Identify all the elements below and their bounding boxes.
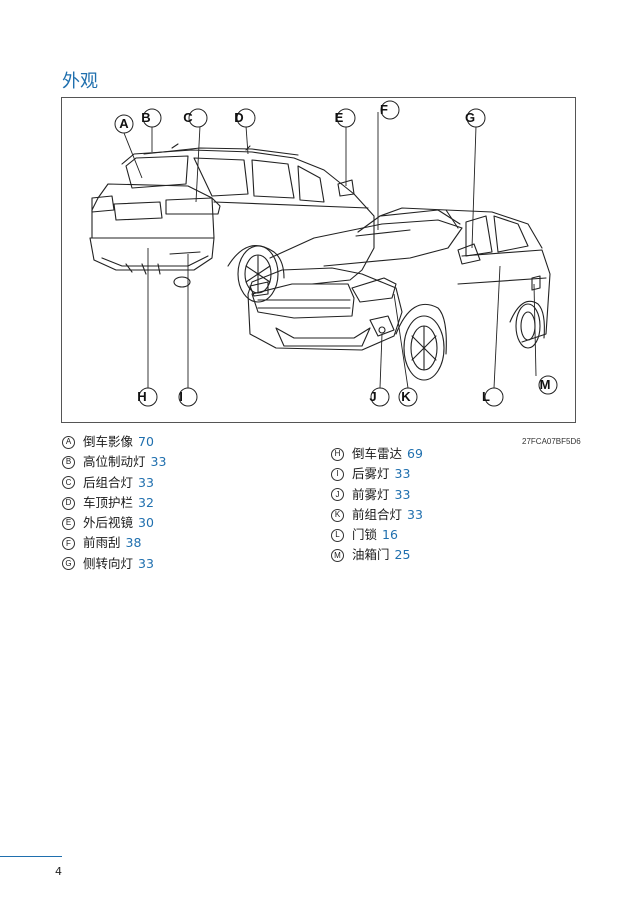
- callout-circles: [114, 100, 558, 407]
- legend-mark: L: [331, 528, 344, 542]
- legend-item-page[interactable]: 25: [394, 547, 411, 563]
- legend-item: A 倒车影像 70: [62, 432, 166, 452]
- legend-item-name: 前雾灯: [352, 486, 390, 502]
- front-view-car: [247, 207, 551, 381]
- legend-mark: I: [331, 467, 344, 481]
- legend-item-page[interactable]: 32: [138, 494, 154, 510]
- legend-item: H 倒车雷达 69: [331, 444, 423, 464]
- legend-mark: K: [331, 508, 344, 522]
- callout-j: J: [369, 389, 376, 404]
- legend-item-page[interactable]: 33: [407, 506, 423, 522]
- callout-b: B: [141, 110, 150, 125]
- legend-item-name: 外后视镜: [83, 515, 134, 531]
- callout-d: D: [234, 110, 243, 125]
- vehicle-illustration: A B C D E F G H I J K L M: [89, 100, 558, 407]
- page-number: 4: [55, 865, 62, 878]
- legend-item-name: 油箱门: [352, 547, 390, 563]
- legend-item-page[interactable]: 70: [138, 434, 154, 449]
- legend-mark: M: [331, 549, 344, 563]
- legend-item-name: 前雨刮: [83, 535, 121, 551]
- legend-mark: B: [62, 455, 75, 469]
- figure-code: 27FCA07BF5D6: [522, 437, 581, 446]
- legend-item-page[interactable]: 30: [138, 515, 154, 531]
- legend-item-name: 倒车雷达: [352, 446, 403, 461]
- callout-m: M: [540, 377, 551, 392]
- legend-item-name: 门锁: [352, 527, 378, 543]
- callout-k: K: [401, 389, 411, 404]
- legend-mark: C: [62, 476, 75, 490]
- legend-item-page[interactable]: 38: [125, 535, 142, 551]
- legend-item-page[interactable]: 33: [394, 466, 411, 482]
- rear-view-car: [89, 143, 375, 303]
- footer-rule: [0, 856, 62, 857]
- legend-item-page[interactable]: 33: [394, 486, 411, 502]
- legend-item-name: 前组合灯: [352, 506, 403, 522]
- callout-g: G: [465, 110, 475, 125]
- legend-item-page[interactable]: 69: [407, 446, 423, 461]
- callout-h: H: [137, 389, 146, 404]
- legend-item-name: 倒车影像: [83, 434, 134, 449]
- legend-mark: A: [62, 435, 75, 449]
- legend-item-name: 后雾灯: [352, 466, 390, 482]
- legend-mark: H: [331, 447, 344, 461]
- legend-item-page[interactable]: 33: [150, 454, 167, 470]
- legend-mark: G: [62, 557, 75, 571]
- callout-c: C: [183, 110, 193, 125]
- callout-labels: A B C D E F G H I J K L M: [119, 102, 550, 404]
- legend-mark: F: [62, 537, 75, 551]
- callout-leaders: [123, 112, 537, 389]
- legend-mark: J: [331, 488, 344, 502]
- callout-l: L: [482, 389, 490, 404]
- vehicle-exterior-figure: A B C D E F G H I J K L M: [61, 97, 576, 423]
- legend-item-page[interactable]: 33: [138, 555, 154, 571]
- section-title: 外观: [62, 71, 98, 92]
- legend-item-name: 车顶护栏: [83, 494, 134, 510]
- callout-f: F: [380, 102, 388, 117]
- legend-item-page[interactable]: 16: [382, 527, 398, 543]
- callout-a: A: [119, 116, 129, 131]
- callout-e: E: [335, 110, 344, 125]
- legend-item-name: 后组合灯: [83, 474, 134, 490]
- callout-i: I: [179, 389, 183, 404]
- legend-item-name: 高位制动灯: [83, 454, 146, 470]
- legend-mark: E: [62, 516, 75, 530]
- legend-item-name: 侧转向灯: [83, 555, 134, 571]
- legend-mark: D: [62, 496, 75, 510]
- legend-item-page[interactable]: 33: [138, 474, 154, 490]
